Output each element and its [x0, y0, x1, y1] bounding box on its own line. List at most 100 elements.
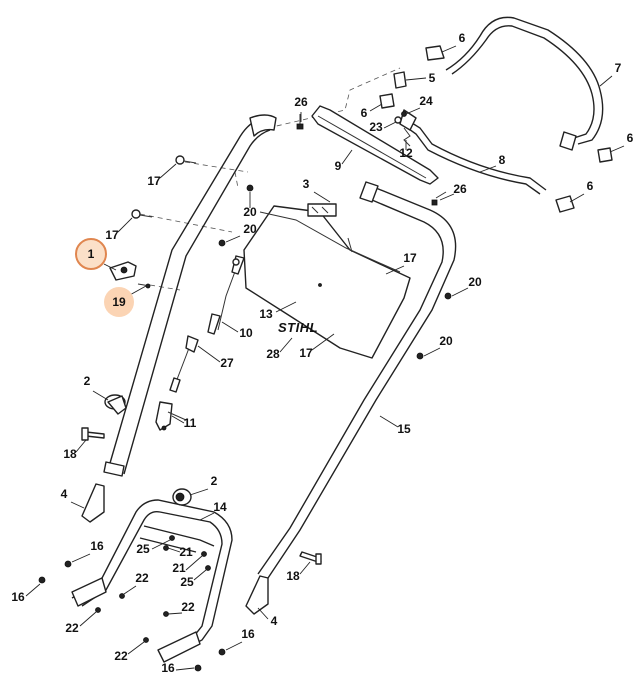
leader-line-6 — [569, 193, 585, 203]
callout-26: 26 — [294, 95, 308, 109]
callout-18: 18 — [63, 447, 77, 461]
callout-6: 6 — [361, 106, 368, 120]
nut-20-a — [246, 184, 254, 192]
upper-handle-right-tube — [257, 181, 457, 579]
screw-16-d — [194, 664, 202, 672]
callout-6: 6 — [627, 131, 634, 145]
callout-8: 8 — [499, 153, 506, 167]
spring-part-12 — [403, 127, 411, 147]
leader-line-1 — [103, 263, 117, 271]
spacer-25-b — [205, 565, 211, 571]
nut-20-c — [444, 292, 452, 300]
leader-line-16 — [25, 583, 41, 597]
nut-22-a — [119, 593, 125, 599]
wire-harness — [169, 335, 199, 393]
leader-line-3 — [313, 191, 331, 203]
end-cap-6-b — [379, 93, 395, 109]
handle-clamp-knob-left — [104, 394, 127, 415]
upper-handle-left-tube — [103, 114, 277, 477]
screw-26-b — [431, 191, 447, 206]
callout-16: 16 — [161, 661, 175, 675]
leader-line-5 — [405, 77, 427, 81]
nut-22-b — [95, 607, 101, 613]
callout-25: 25 — [180, 575, 194, 589]
callout-16: 16 — [241, 627, 255, 641]
end-cap-6-c — [597, 147, 613, 163]
leader-line-22 — [123, 585, 137, 595]
leader-line-25 — [193, 569, 207, 581]
handle-assembly-drawing — [38, 16, 613, 672]
screw-16-b — [38, 576, 46, 584]
leader-line-16 — [175, 667, 195, 671]
callout-4: 4 — [61, 487, 68, 501]
screw-16-c — [218, 648, 226, 656]
handle-clamp-knob-right — [172, 488, 192, 506]
callout-22: 22 — [181, 600, 195, 614]
end-cap-6-a — [425, 45, 445, 61]
callout-28: 28 — [266, 347, 280, 361]
nut-20-b — [218, 239, 226, 247]
screw-16-a — [64, 560, 72, 568]
callout-7: 7 — [615, 61, 622, 75]
stop-switch-lever — [155, 401, 187, 431]
lower-handle-frame — [71, 499, 233, 663]
callout-16: 16 — [11, 590, 25, 604]
screw-26-a — [296, 114, 304, 130]
bolt-right — [299, 551, 322, 565]
callout-20: 20 — [243, 205, 257, 219]
callout-21: 21 — [172, 561, 186, 575]
callout-22: 22 — [135, 571, 149, 585]
leader-line-22 — [79, 611, 97, 627]
leader-line-21 — [167, 547, 181, 553]
callout-20: 20 — [468, 275, 482, 289]
leader-line-17 — [311, 333, 335, 351]
callout-15: 15 — [397, 422, 411, 436]
spacer-25-a — [169, 535, 175, 541]
leader-line-20 — [225, 235, 241, 243]
leader-line-23 — [383, 121, 397, 129]
callout-17: 17 — [299, 346, 313, 360]
callout-19: 19 — [112, 295, 126, 309]
leader-line-17 — [385, 265, 405, 275]
leader-line-28 — [279, 337, 293, 353]
leader-line-13 — [275, 301, 297, 313]
cable-clip-part-1 — [109, 261, 137, 281]
callout-3: 3 — [303, 177, 310, 191]
leader-line-17 — [117, 217, 133, 233]
top-grip-bar — [311, 105, 439, 185]
callout-18: 18 — [286, 569, 300, 583]
washer-part-23 — [394, 116, 402, 124]
screw-17-b — [131, 209, 153, 219]
callout-17: 17 — [403, 251, 417, 265]
callout-16: 16 — [90, 539, 104, 553]
callout-1: 1 — [88, 247, 95, 261]
callout-24: 24 — [419, 94, 433, 108]
callout-4: 4 — [271, 614, 278, 628]
callout-11: 11 — [184, 416, 197, 430]
leader-line-17 — [159, 163, 177, 179]
callout-20: 20 — [243, 222, 257, 236]
leader-line-6 — [609, 145, 625, 153]
leader-line-6 — [441, 45, 457, 53]
leader-line-26 — [439, 193, 455, 201]
leader-line-25 — [151, 539, 171, 550]
leader-line-27 — [197, 345, 221, 363]
brand-decal-text: STIHL — [278, 320, 318, 335]
callout-22: 22 — [114, 649, 128, 663]
leader-line-2 — [92, 390, 109, 401]
nut-21-a — [163, 545, 169, 551]
callout-13: 13 — [259, 307, 273, 321]
nut-20-d — [416, 352, 424, 360]
leader-line-4 — [257, 607, 269, 620]
callout-27: 27 — [220, 356, 234, 370]
leader-line-24 — [405, 107, 421, 115]
clamp-plate-left — [81, 483, 105, 523]
leader-line-4 — [70, 501, 85, 509]
leader-line-18 — [299, 561, 311, 575]
callout-17: 17 — [105, 228, 119, 242]
callout-2: 2 — [84, 374, 91, 388]
callout-labels: 1192234456666789101112131415161616161717… — [11, 31, 633, 675]
leader-line-20 — [423, 347, 441, 357]
throttle-cable — [207, 255, 245, 335]
